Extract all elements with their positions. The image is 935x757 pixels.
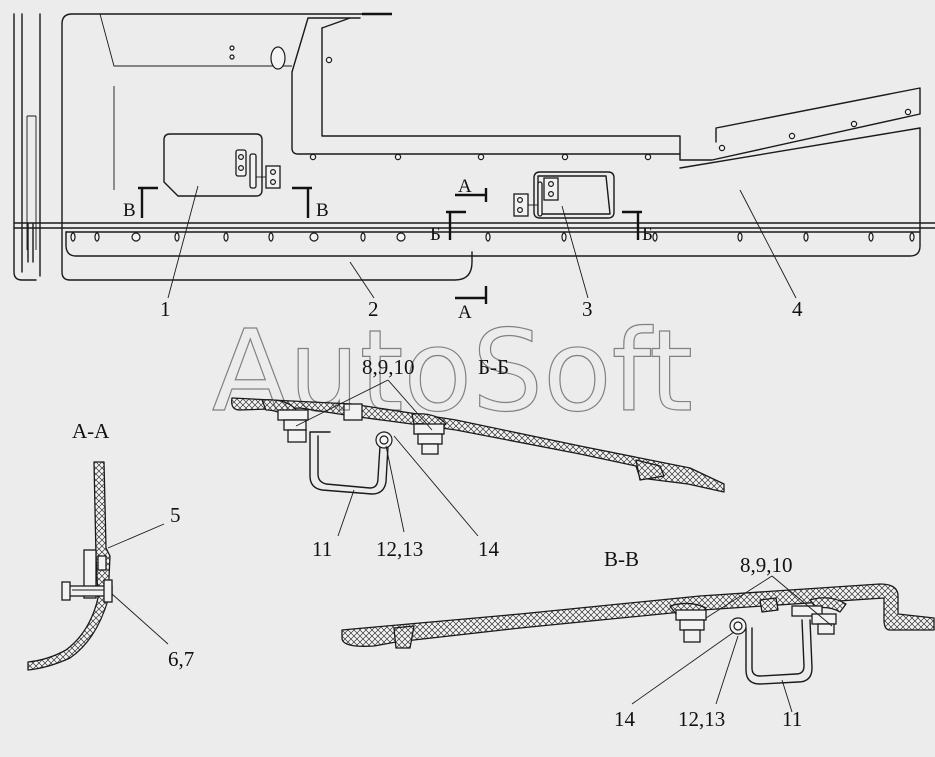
section-mark-a-top: А: [458, 176, 472, 197]
main-view: В В А А Б Б 1 2 3 4: [13, 12, 935, 323]
callout-vv-11: 11: [782, 707, 802, 731]
panel-holes: [309, 56, 912, 161]
hatch-cover-3: [513, 171, 615, 219]
section-mark-b-left: Б: [430, 224, 441, 245]
callout-4: 4: [792, 297, 803, 321]
section-cut-marks: [138, 186, 642, 304]
callout-3: 3: [582, 297, 593, 321]
section-b-b: Б-Б 8,9,10 11 12,13 14: [231, 355, 725, 561]
hatch-cover-1: [163, 133, 281, 197]
section-title-aa: А-А: [72, 419, 110, 443]
section-title-vv: В-В: [604, 547, 639, 571]
bracket-vv-left: [675, 609, 707, 621]
section-mark-a-bottom: А: [458, 302, 472, 323]
callout-vv-8-9-10: 8,9,10: [740, 553, 793, 577]
section-v-v: В-В 8,9,10 14 12,13 11: [341, 547, 935, 731]
callout-vv-12-13: 12,13: [678, 707, 725, 731]
callout-vv-14: 14: [614, 707, 636, 731]
section-a-a: А-А 5 6,7: [27, 419, 194, 671]
callout-bb-12-13: 12,13: [376, 537, 423, 561]
section-mark-v-left: В: [123, 200, 136, 221]
callout-bb-11: 11: [312, 537, 332, 561]
handle-11-vv: [745, 619, 813, 685]
callout-aa-5: 5: [170, 503, 181, 527]
sill-fasteners: [70, 232, 915, 242]
callout-bb-8-9-10: 8,9,10: [362, 355, 415, 379]
section-mark-b-right: Б: [642, 224, 653, 245]
watermark: AutoSoft: [212, 307, 693, 437]
section-title-bb: Б-Б: [478, 355, 509, 379]
callout-bb-14: 14: [478, 537, 500, 561]
callout-1: 1: [160, 297, 171, 321]
handle-11: [309, 431, 389, 495]
callout-aa-6-7: 6,7: [168, 647, 194, 671]
section-mark-v-right: В: [316, 200, 329, 221]
bracket-vv-right: [791, 605, 823, 617]
callout-2: 2: [368, 297, 379, 321]
